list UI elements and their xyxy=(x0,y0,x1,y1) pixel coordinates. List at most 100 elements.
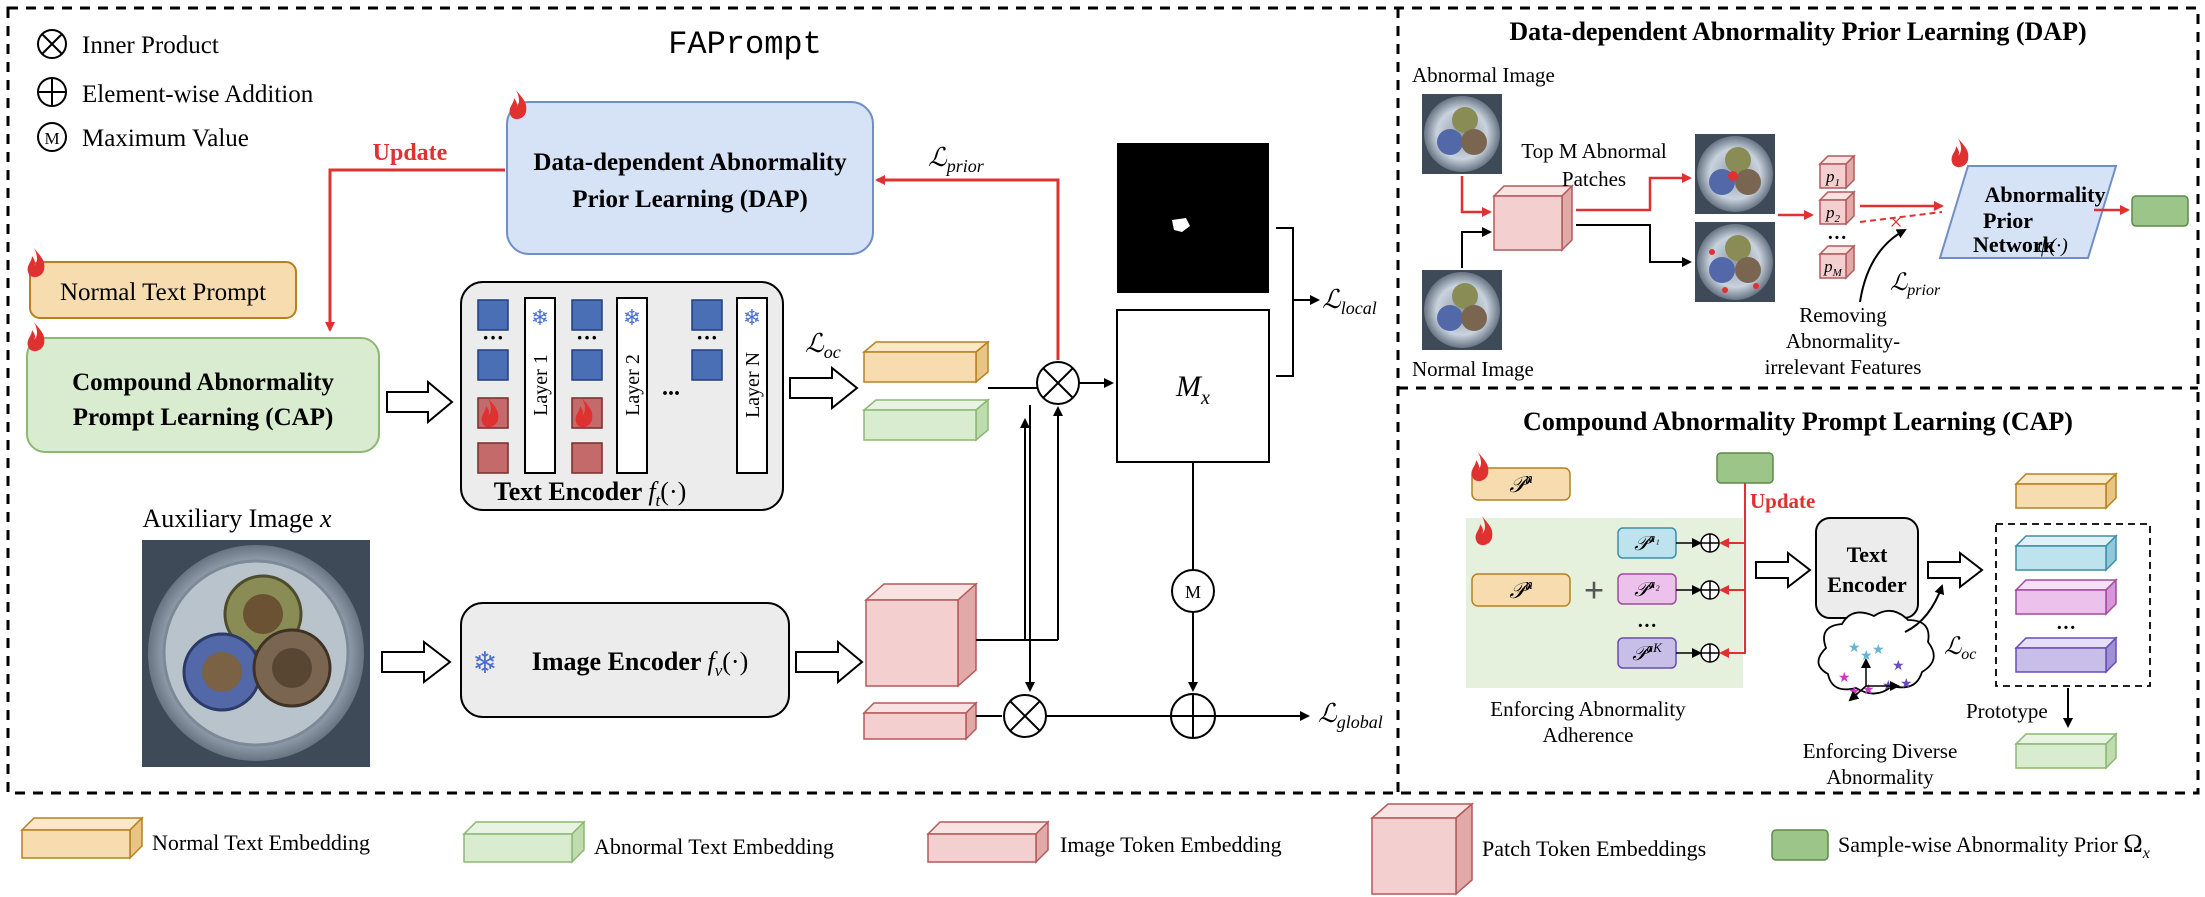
cap-purple-slab xyxy=(2014,636,2118,674)
snowflake-icon: ❄ xyxy=(743,305,761,330)
dap-box-line1: Data-dependent Abnormality xyxy=(533,149,847,176)
psi-label: ψ(·) xyxy=(2037,235,2068,257)
legend-sample-prior-label: Sample-wise Abnormality Prior Ωx xyxy=(1838,829,2150,862)
abnormal-to-cube xyxy=(1460,176,1492,217)
normal-text-prompt-label: Normal Text Prompt xyxy=(60,279,266,306)
cap-box-line1: Compound Abnormality xyxy=(72,369,334,396)
token-square-blue xyxy=(691,349,723,381)
normal-image-label: Normal Image xyxy=(1412,357,1534,381)
removed-path xyxy=(1859,211,1943,223)
cap-text-encoder-box xyxy=(1815,517,1919,619)
ellipsis-dots: ··· xyxy=(696,325,718,350)
legend-image-token xyxy=(926,820,1050,864)
fire-icon-enc1 xyxy=(481,398,499,428)
maximum-value-node: M xyxy=(1171,569,1215,613)
fire-icon-normal-prompt xyxy=(27,248,45,278)
legend-patch-token xyxy=(1370,802,1474,896)
token-square-blue xyxy=(477,349,509,381)
normal-text-embedding-slab xyxy=(861,340,991,384)
cap-panel-title: Compound Abnormality Prompt Learning (CA… xyxy=(1523,407,2073,436)
adherence-l2: Adherence xyxy=(1543,723,1634,747)
cap-text-encoder-l2: Encoder xyxy=(1827,572,1907,597)
layer-1-block xyxy=(524,297,556,474)
prototype-group xyxy=(1995,523,2151,687)
cube-to-normal-patch xyxy=(1576,224,1692,267)
pa2-box xyxy=(1617,573,1677,605)
hollow-arrow-to-cap-encoder xyxy=(1755,550,1812,590)
snowflake-icon: ❄ xyxy=(472,647,497,680)
aux-image-label: Auxiliary Image x xyxy=(142,504,332,533)
legend-image-token-label: Image Token Embedding xyxy=(1060,832,1282,857)
pn-top-box xyxy=(1471,467,1571,501)
dap-panel-title: Data-dependent Abnormality Prior Learnin… xyxy=(1509,17,2086,46)
update-arrow xyxy=(325,168,505,332)
patch-to-product-top xyxy=(976,418,1030,641)
fire-icon-pn xyxy=(1471,452,1489,482)
inner-product-top xyxy=(1036,361,1080,405)
adherence-l1: Enforcing Abnormality xyxy=(1490,697,1686,721)
pm-cube: pM xyxy=(1818,244,1856,280)
text-encoder-label: Text Encoder ft(·) xyxy=(494,477,687,510)
cap-prior-input xyxy=(1716,452,1774,484)
maximum-value-icon: M xyxy=(37,122,67,152)
network-l1: Abnormality xyxy=(1985,182,2106,207)
cap-text-encoder-l1: Text xyxy=(1847,542,1888,567)
slab-ellipsis: ··· xyxy=(2056,617,2076,639)
snowflake-icon: ❄ xyxy=(531,305,549,330)
local-bracket xyxy=(1276,227,1294,377)
legend-prior-swatch xyxy=(1771,829,1829,861)
diverse-l1: Enforcing Diverse xyxy=(1803,739,1958,763)
token-square-red xyxy=(571,442,603,474)
dap-abnormal-patch-image xyxy=(1695,134,1775,214)
image-token-slab xyxy=(862,701,978,741)
add-circle-k xyxy=(1676,643,1720,663)
plus-sign: + xyxy=(1584,570,1605,610)
hollow-arrow-encoder-to-embed xyxy=(789,365,859,411)
cap-update-label: Update xyxy=(1750,489,1815,513)
dap-prior-output xyxy=(2131,195,2189,227)
loss-global: ℒglobal xyxy=(1318,699,1383,732)
mask-image xyxy=(1117,143,1269,293)
axis-z xyxy=(1848,685,1867,702)
network-l2: Prior xyxy=(1983,208,2033,233)
element-addition-icon xyxy=(37,77,67,107)
image-encoder-label: Image Encoder fv(·) xyxy=(532,647,749,680)
abnormal-text-embedding-slab xyxy=(861,398,991,442)
cap-box xyxy=(26,337,380,453)
inner-product-icon xyxy=(37,29,67,59)
token-square-blue xyxy=(691,299,723,331)
prototype-label: Prototype xyxy=(1966,699,2048,723)
loss-local: ℒlocal xyxy=(1322,285,1377,318)
legend-patch-token-label: Patch Token Embeddings xyxy=(1482,836,1706,861)
fire-icon-network xyxy=(1951,138,1969,168)
cap-loss-oc: ℒoc xyxy=(1944,634,1976,663)
hollow-arrow-encoder-to-patch xyxy=(795,639,864,685)
auxiliary-image xyxy=(142,540,370,767)
token-square-blue xyxy=(571,349,603,381)
abnormal-image xyxy=(1422,94,1502,174)
token-square-blue xyxy=(477,299,509,331)
cap-box-line2: Prompt Learning (CAP) xyxy=(73,404,334,431)
maximum-value-label: Maximum Value xyxy=(82,125,249,152)
pvec-ellipsis: ··· xyxy=(1827,227,1847,249)
hollow-arrow-to-embeddings xyxy=(1927,550,1984,590)
normal-image xyxy=(1422,270,1502,350)
hollow-arrow-aux-to-encoder xyxy=(381,639,452,685)
ellipsis-dots: ··· xyxy=(576,325,598,350)
svg-text:★: ★ xyxy=(1848,641,1861,656)
cap-normal-slab xyxy=(2014,472,2118,510)
legend-normal-text-label: Normal Text Embedding xyxy=(152,830,370,855)
svg-text:★: ★ xyxy=(1900,677,1913,692)
loss-oc-main: ℒoc xyxy=(805,329,841,362)
removing-l1: Removing xyxy=(1799,303,1887,327)
inner-product-bottom xyxy=(1003,694,1047,738)
loss-prior-main: ℒprior xyxy=(928,143,985,176)
prior-network-shape xyxy=(1938,165,2118,259)
loss-prior-dap: ℒprior xyxy=(1890,270,1941,299)
dap-patch-cube xyxy=(1492,184,1574,252)
symbol-legend: Inner Product Element-wise Addition M Ma… xyxy=(37,29,314,152)
legend-abnormal-text-label: Abnormal Text Embedding xyxy=(594,834,834,859)
dap-box xyxy=(506,101,874,255)
pa-ellipsis: ··· xyxy=(1637,615,1657,637)
